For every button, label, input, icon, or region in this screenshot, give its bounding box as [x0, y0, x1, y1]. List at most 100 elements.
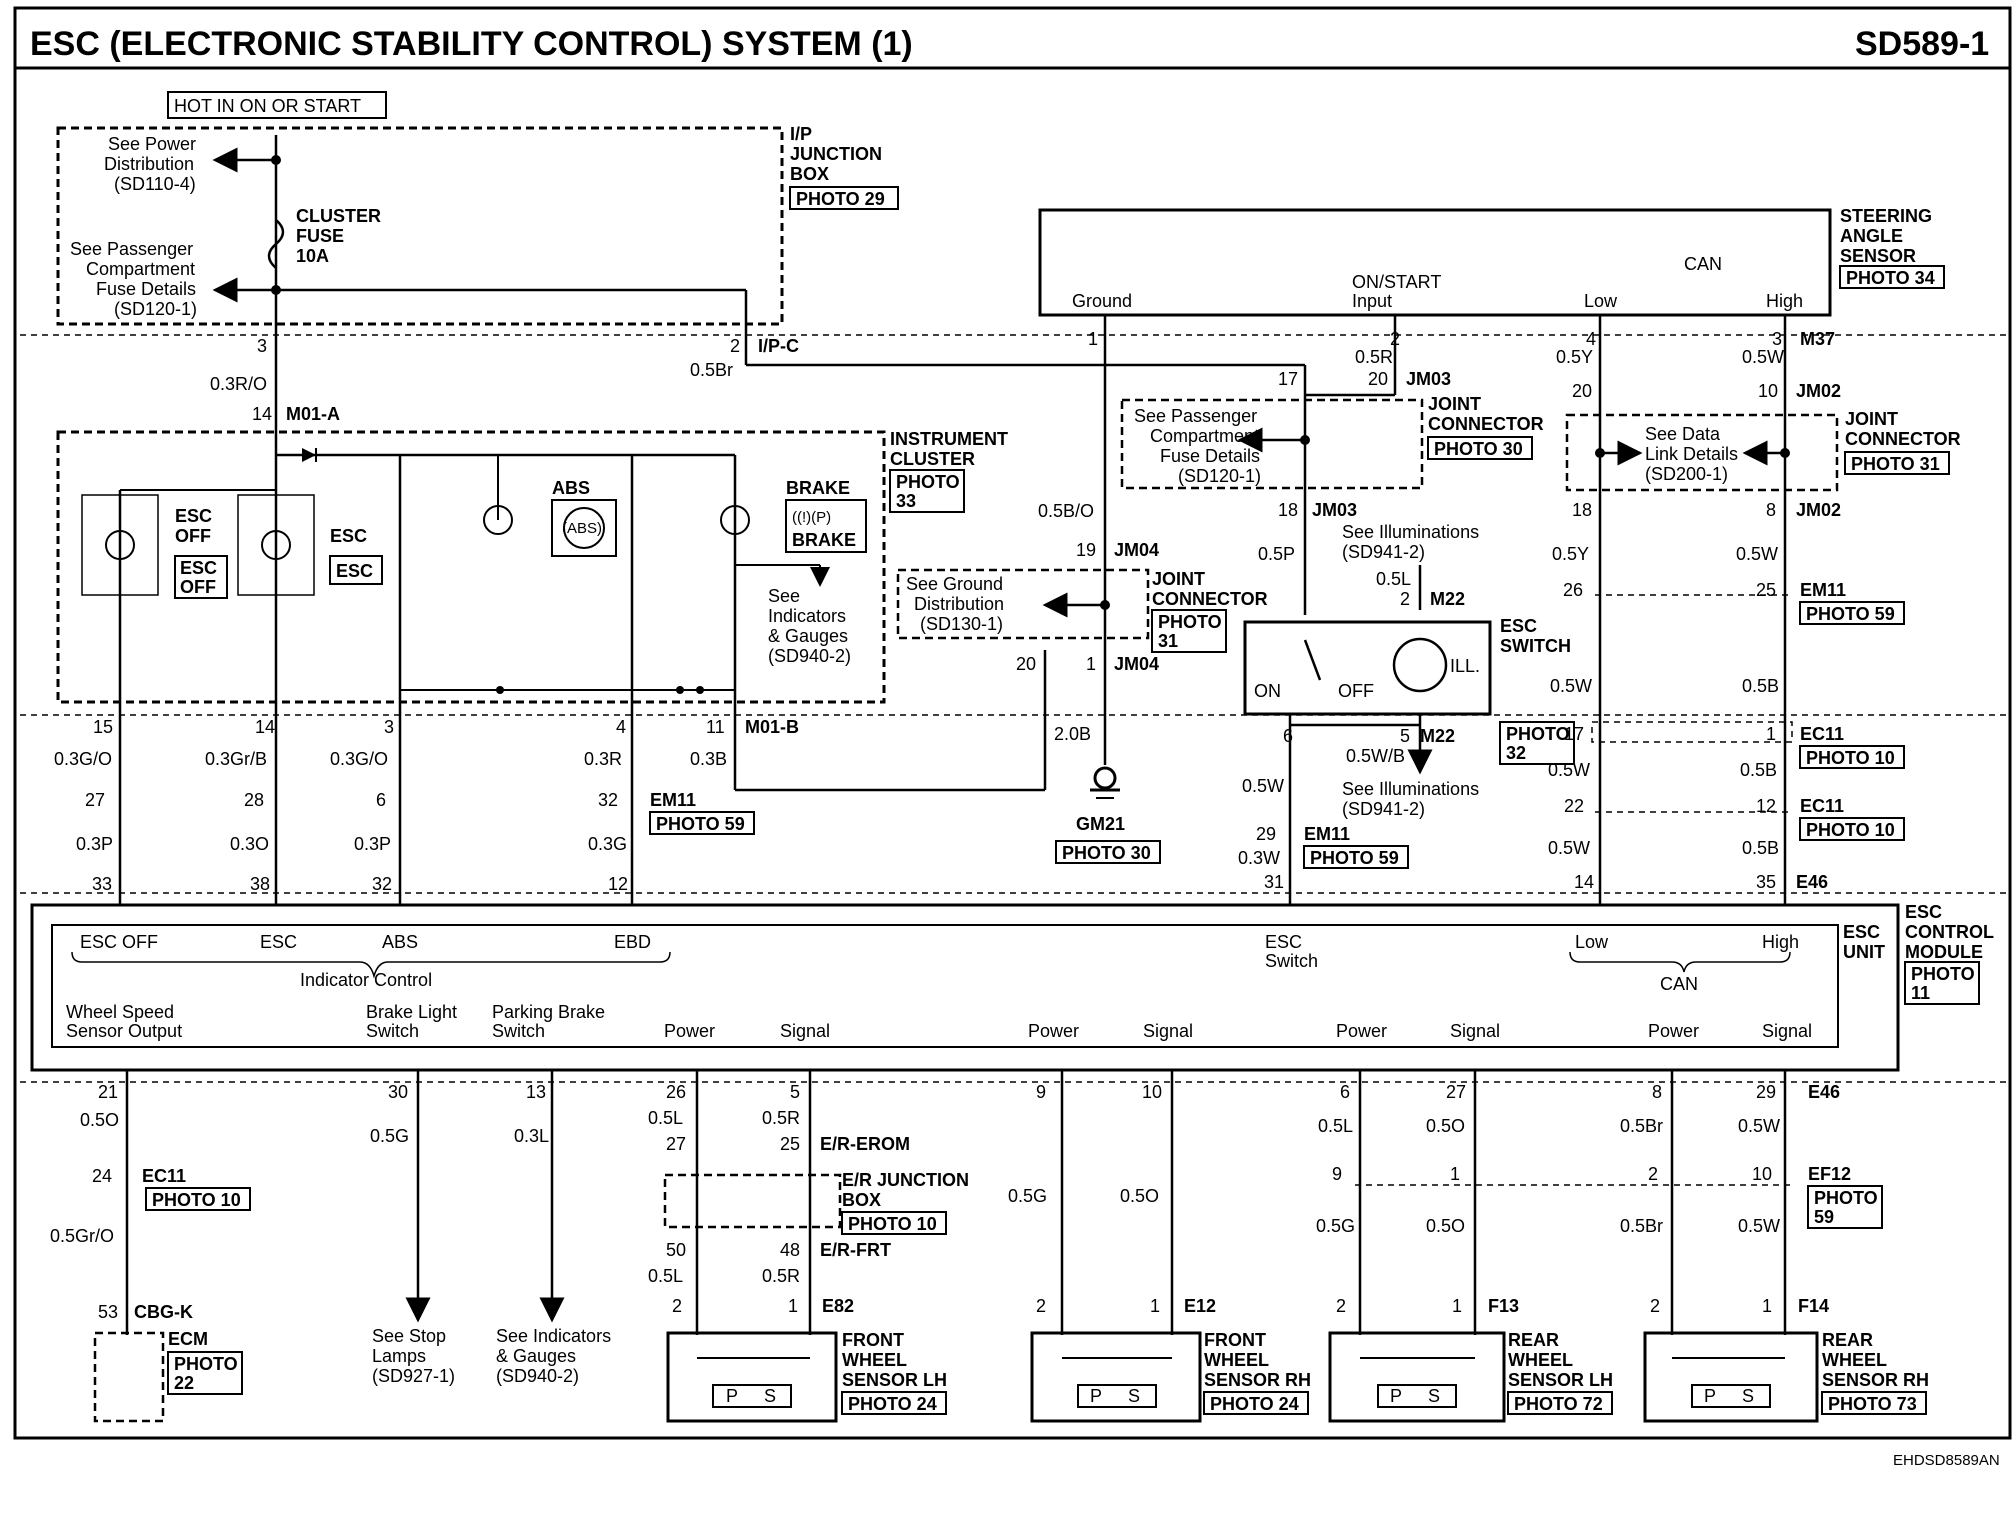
svg-text:PHOTO: PHOTO	[896, 472, 960, 492]
svg-text:EBD: EBD	[614, 932, 651, 952]
svg-text:0.5P: 0.5P	[1258, 544, 1295, 564]
svg-text:JM04: JM04	[1114, 540, 1159, 560]
svg-text:Lamps: Lamps	[372, 1346, 426, 1366]
svg-text:0.5W: 0.5W	[1742, 347, 1784, 367]
svg-text:0.5R: 0.5R	[1355, 347, 1393, 367]
svg-text:See Stop: See Stop	[372, 1326, 446, 1346]
svg-text:S: S	[764, 1386, 776, 1406]
svg-text:REAR: REAR	[1822, 1330, 1873, 1350]
svg-text:M01-B: M01-B	[745, 717, 799, 737]
svg-text:0.5Br: 0.5Br	[1620, 1116, 1663, 1136]
svg-text:CONNECTOR: CONNECTOR	[1152, 589, 1268, 609]
svg-text:PHOTO: PHOTO	[1814, 1188, 1878, 1208]
svg-text:0.3L: 0.3L	[514, 1126, 549, 1146]
svg-text:Distribution: Distribution	[914, 594, 1004, 614]
svg-text:ESC: ESC	[1265, 932, 1302, 952]
svg-text:PHOTO: PHOTO	[174, 1354, 238, 1374]
svg-text:31: 31	[1158, 631, 1178, 651]
svg-text:P: P	[726, 1386, 738, 1406]
svg-text:EC11: EC11	[142, 1166, 186, 1186]
svg-text:24: 24	[92, 1166, 112, 1186]
svg-text:10: 10	[1142, 1082, 1162, 1102]
svg-text:WHEEL: WHEEL	[1508, 1350, 1573, 1370]
svg-text:1: 1	[788, 1296, 798, 1316]
svg-text:See Power: See Power	[108, 134, 196, 154]
svg-text:CONTROL: CONTROL	[1905, 922, 1994, 942]
svg-text:I/P-C: I/P-C	[758, 336, 799, 356]
svg-text:0.3B: 0.3B	[690, 749, 727, 769]
svg-text:High: High	[1762, 932, 1799, 952]
svg-text:PHOTO 30: PHOTO 30	[1434, 439, 1523, 459]
rear-wheel-sensor-rh: P S REAR WHEEL SENSOR RH PHOTO 73	[1643, 1330, 1929, 1423]
svg-text:CAN: CAN	[1660, 974, 1698, 994]
svg-text:Power: Power	[1648, 1021, 1699, 1041]
svg-text:12: 12	[608, 874, 628, 894]
svg-text:OFF: OFF	[175, 526, 211, 546]
svg-text:(SD200-1): (SD200-1)	[1645, 464, 1728, 484]
svg-text:10: 10	[1752, 1164, 1772, 1184]
svg-text:PHOTO 59: PHOTO 59	[656, 814, 745, 834]
svg-text:6: 6	[376, 790, 386, 810]
svg-text:M22: M22	[1430, 589, 1465, 609]
svg-text:ESC: ESC	[260, 932, 297, 952]
svg-text:PHOTO: PHOTO	[1506, 724, 1570, 744]
svg-text:6: 6	[1283, 726, 1293, 746]
svg-text:Fuse Details: Fuse Details	[96, 279, 196, 299]
svg-text:Wheel Speed: Wheel Speed	[66, 1002, 174, 1022]
svg-text:Compartment: Compartment	[86, 259, 195, 279]
svg-text:Link Details: Link Details	[1645, 444, 1738, 464]
svg-text:PHOTO: PHOTO	[1911, 964, 1975, 984]
svg-text:35: 35	[1756, 872, 1776, 892]
svg-text:CONNECTOR: CONNECTOR	[1428, 414, 1544, 434]
instrument-cluster: INSTRUMENT CLUSTER PHOTO 33 ESC OFF ESC …	[56, 429, 1008, 705]
svg-text:OFF: OFF	[180, 577, 216, 597]
esc-switch: ESC SWITCH ILL. ON OFF	[1243, 616, 1571, 716]
svg-text:M37: M37	[1800, 329, 1835, 349]
svg-text:0.5W/B: 0.5W/B	[1346, 746, 1405, 766]
svg-text:32: 32	[598, 790, 618, 810]
svg-text:0.5L: 0.5L	[1376, 569, 1411, 589]
svg-text:20: 20	[1016, 654, 1036, 674]
svg-text:UNIT: UNIT	[1843, 942, 1885, 962]
svg-text:ON/START: ON/START	[1352, 272, 1441, 292]
svg-text:2: 2	[1650, 1296, 1660, 1316]
svg-text:0.3W: 0.3W	[1238, 848, 1280, 868]
svg-text:5: 5	[790, 1082, 800, 1102]
svg-text:ESC: ESC	[336, 561, 373, 581]
svg-text:Power: Power	[664, 1021, 715, 1041]
svg-text:(SD130-1): (SD130-1)	[920, 614, 1003, 634]
svg-text:14: 14	[1574, 872, 1594, 892]
svg-text:ILL.: ILL.	[1450, 656, 1480, 676]
svg-text:SENSOR: SENSOR	[1840, 246, 1916, 266]
svg-text:E12: E12	[1184, 1296, 1216, 1316]
front-wheel-sensor-lh: P S FRONT WHEEL SENSOR LH PHOTO 24	[666, 1330, 947, 1423]
svg-text:53: 53	[98, 1302, 118, 1322]
svg-text:0.3G/O: 0.3G/O	[54, 749, 112, 769]
svg-text:0.5L: 0.5L	[1318, 1116, 1353, 1136]
svg-text:(SD940-2): (SD940-2)	[768, 646, 851, 666]
svg-text:8: 8	[1766, 500, 1776, 520]
svg-text:2: 2	[1648, 1164, 1658, 1184]
svg-text:32: 32	[1506, 743, 1526, 763]
steering-angle-sensor: STEERING ANGLE SENSOR PHOTO 34 Ground ON…	[1038, 206, 1945, 317]
svg-text:0.5W: 0.5W	[1242, 776, 1284, 796]
svg-text:(ABS): (ABS)	[562, 520, 602, 537]
svg-text:0.5G: 0.5G	[1008, 1186, 1047, 1206]
svg-text:I/P: I/P	[790, 124, 812, 144]
svg-text:BOX: BOX	[790, 164, 829, 184]
svg-text:EM11: EM11	[1800, 580, 1846, 600]
svg-text:18: 18	[1572, 500, 1592, 520]
svg-text:P: P	[1090, 1386, 1102, 1406]
svg-text:(SD941-2): (SD941-2)	[1342, 542, 1425, 562]
svg-text:F13: F13	[1488, 1296, 1519, 1316]
svg-text:6: 6	[1340, 1082, 1350, 1102]
svg-text:ESC: ESC	[1843, 922, 1880, 942]
svg-text:JM03: JM03	[1312, 500, 1357, 520]
svg-text:E46: E46	[1796, 872, 1828, 892]
svg-text:0.5Y: 0.5Y	[1556, 347, 1593, 367]
svg-text:0.5B/O: 0.5B/O	[1038, 501, 1094, 521]
svg-text:(SD940-2): (SD940-2)	[496, 1366, 579, 1386]
ip-junction-box: I/P JUNCTION BOX PHOTO 29	[56, 124, 899, 326]
svg-text:Power: Power	[1028, 1021, 1079, 1041]
hot-label: HOT IN ON OR START	[174, 96, 361, 116]
